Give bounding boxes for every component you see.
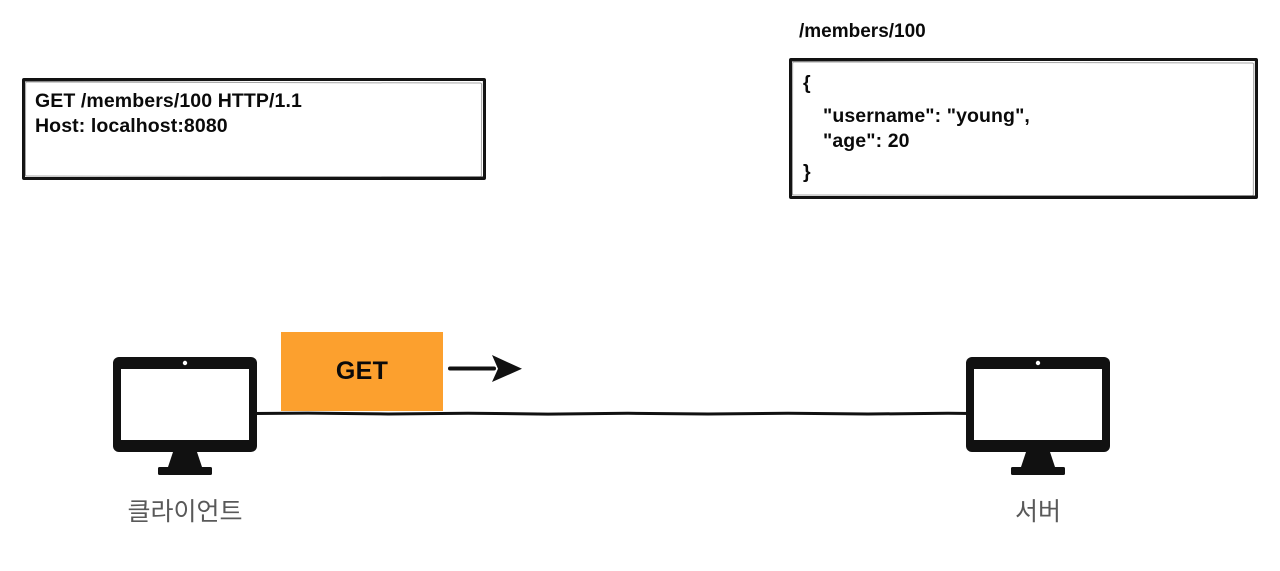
json-response-box: { "username": "young", "age": 20 } xyxy=(789,58,1258,199)
json-open-brace: { xyxy=(803,72,811,94)
server-node-label: 서버 xyxy=(1014,498,1061,526)
http-request-box: GET /members/100 HTTP/1.1 Host: localhos… xyxy=(22,78,486,180)
json-username-field: "username": "young", xyxy=(823,105,1030,127)
request-start-line: GET /members/100 HTTP/1.1 xyxy=(35,90,302,112)
client-node-label: 클라이언트 xyxy=(127,498,243,526)
endpoint-path-label: /members/100 xyxy=(799,21,926,42)
method-badge-label: GET xyxy=(335,357,389,385)
monitor-icon xyxy=(113,357,257,475)
arrow-right-icon xyxy=(448,355,522,382)
monitor-icon xyxy=(966,357,1110,475)
client-server-connection-line xyxy=(248,411,996,416)
json-close-brace: } xyxy=(803,161,811,183)
method-badge-get: GET xyxy=(281,332,443,411)
request-host-header: Host: localhost:8080 xyxy=(35,115,228,137)
json-age-field: "age": 20 xyxy=(823,130,910,152)
